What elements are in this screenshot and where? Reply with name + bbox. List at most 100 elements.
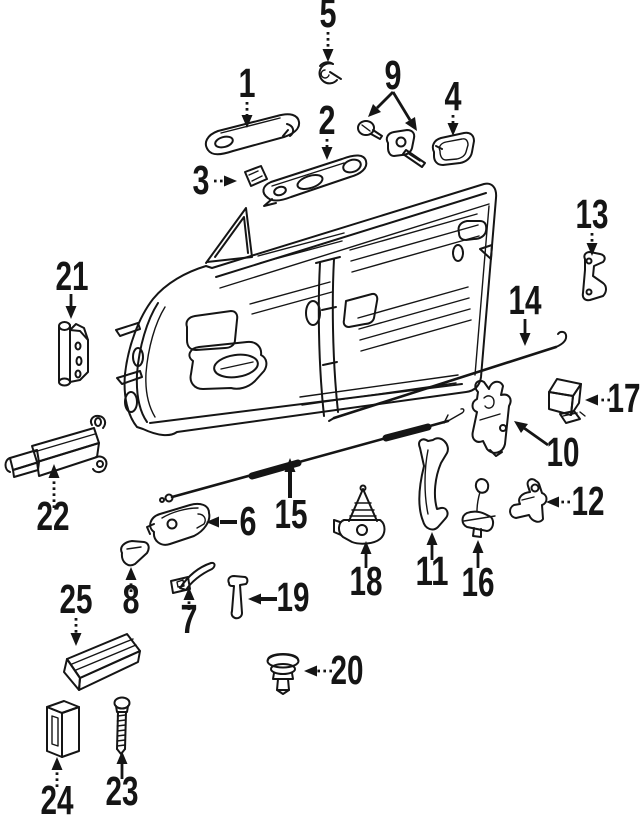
callout-5-arrowhead <box>322 49 334 62</box>
part-1-drawing <box>204 113 301 156</box>
callout-16: 16 <box>462 540 495 605</box>
callout-25: 25 <box>60 576 93 646</box>
callout-16-arrowhead <box>472 540 484 553</box>
callout-24-number: 24 <box>41 777 74 823</box>
callout-2-arrowhead <box>321 147 333 160</box>
part-4-drawing <box>431 131 475 166</box>
callout-9-arrowhead-left <box>368 104 381 117</box>
part-20-drawing <box>266 653 300 695</box>
callout-1-arrowhead <box>241 115 253 128</box>
callout-7: 7 <box>181 587 198 642</box>
callout-20-number: 20 <box>331 647 364 693</box>
callout-24-arrowhead <box>51 757 63 770</box>
callout-6-arrowhead <box>206 516 219 528</box>
callout-14: 14 <box>509 277 542 346</box>
callout-10-number: 10 <box>547 429 580 475</box>
part-2-drawing <box>262 154 368 207</box>
callout-3: 3 <box>193 157 237 203</box>
callout-25-arrowhead <box>70 633 82 646</box>
callout-9-arrow-stem-right <box>391 91 412 121</box>
callout-23: 23 <box>106 751 139 814</box>
part-21-drawing <box>58 321 89 387</box>
callout-10: 10 <box>514 421 580 475</box>
callout-8-arrowhead <box>125 567 137 580</box>
callout-1: 1 <box>239 60 256 128</box>
part-22-drawing <box>4 414 108 478</box>
part-7-drawing <box>170 561 216 594</box>
part-17-drawing <box>548 378 586 424</box>
part-8-drawing <box>120 540 150 567</box>
callout-11-arrowhead <box>426 532 438 545</box>
part-19-drawing <box>227 575 249 620</box>
callout-2: 2 <box>319 97 336 160</box>
callout-13: 13 <box>576 191 609 256</box>
callout-3-number: 3 <box>193 157 210 203</box>
part-10-drawing <box>471 380 512 457</box>
callout-20: 20 <box>304 647 364 693</box>
callout-14-arrowhead <box>519 333 531 346</box>
callout-2-number: 2 <box>319 97 336 143</box>
callout-7-arrowhead <box>183 587 195 600</box>
part-23-drawing <box>113 696 131 755</box>
callout-17-number: 17 <box>608 375 640 421</box>
part-12-drawing <box>509 478 548 523</box>
callout-18: 18 <box>350 541 383 604</box>
callout-15-arrowhead <box>284 458 296 472</box>
callout-21-number: 21 <box>56 253 89 299</box>
callout-17-arrowhead <box>585 394 598 406</box>
part-11-drawing <box>418 437 449 531</box>
callout-6: 6 <box>206 498 257 544</box>
door-panel-drawing <box>115 182 498 437</box>
callouts: 1 2 3 4 5 6 7 <box>37 0 640 823</box>
callout-8: 8 <box>123 567 140 622</box>
callout-22: 22 <box>37 464 70 539</box>
part-6-drawing <box>146 502 211 546</box>
callout-3-arrowhead <box>224 175 237 187</box>
callout-14-number: 14 <box>509 277 542 323</box>
part-9a-drawing <box>357 120 383 140</box>
part-25-drawing <box>63 633 141 691</box>
callout-19-arrowhead <box>248 593 261 605</box>
callout-5-number: 5 <box>320 0 337 36</box>
callout-5: 5 <box>320 0 337 62</box>
part-9b-drawing <box>385 129 426 168</box>
callout-18-arrowhead <box>360 541 372 554</box>
callout-10-arrow-stem <box>523 426 549 447</box>
callout-21: 21 <box>56 253 89 319</box>
callout-4-number: 4 <box>445 73 462 119</box>
callout-19: 19 <box>248 574 310 620</box>
callout-15-number: 15 <box>275 491 308 537</box>
part-15-drawing <box>159 408 465 503</box>
callout-19-number: 19 <box>277 574 310 620</box>
part-5-drawing <box>318 61 342 85</box>
callout-22-arrowhead <box>48 464 60 478</box>
callout-15: 15 <box>275 458 308 537</box>
callout-13-number: 13 <box>576 191 609 237</box>
part-16-drawing <box>461 478 496 538</box>
callout-4-arrowhead <box>447 123 459 136</box>
callout-25-number: 25 <box>60 576 93 622</box>
callout-20-arrowhead <box>304 665 317 677</box>
callout-12: 12 <box>546 478 605 524</box>
callout-6-number: 6 <box>240 498 257 544</box>
callout-7-number: 7 <box>181 596 198 642</box>
callout-13-arrowhead <box>586 243 598 256</box>
callout-12-number: 12 <box>572 478 605 524</box>
callout-17: 17 <box>585 375 640 421</box>
part-14-drawing <box>328 330 568 422</box>
callout-24: 24 <box>41 757 74 823</box>
callout-9-number: 9 <box>385 52 402 98</box>
callout-21-arrowhead <box>65 306 77 319</box>
callout-8-number: 8 <box>123 576 140 622</box>
callout-23-arrowhead <box>116 751 128 764</box>
callout-9: 9 <box>368 52 417 131</box>
callout-10-arrowhead <box>514 421 528 433</box>
callout-11: 11 <box>416 532 449 594</box>
callout-9-arrowhead-right <box>405 117 417 131</box>
part-24-drawing <box>46 700 80 758</box>
part-18-drawing <box>333 484 386 545</box>
callout-12-arrowhead <box>546 496 559 508</box>
callout-4: 4 <box>445 73 462 136</box>
part-13-drawing <box>581 251 607 302</box>
